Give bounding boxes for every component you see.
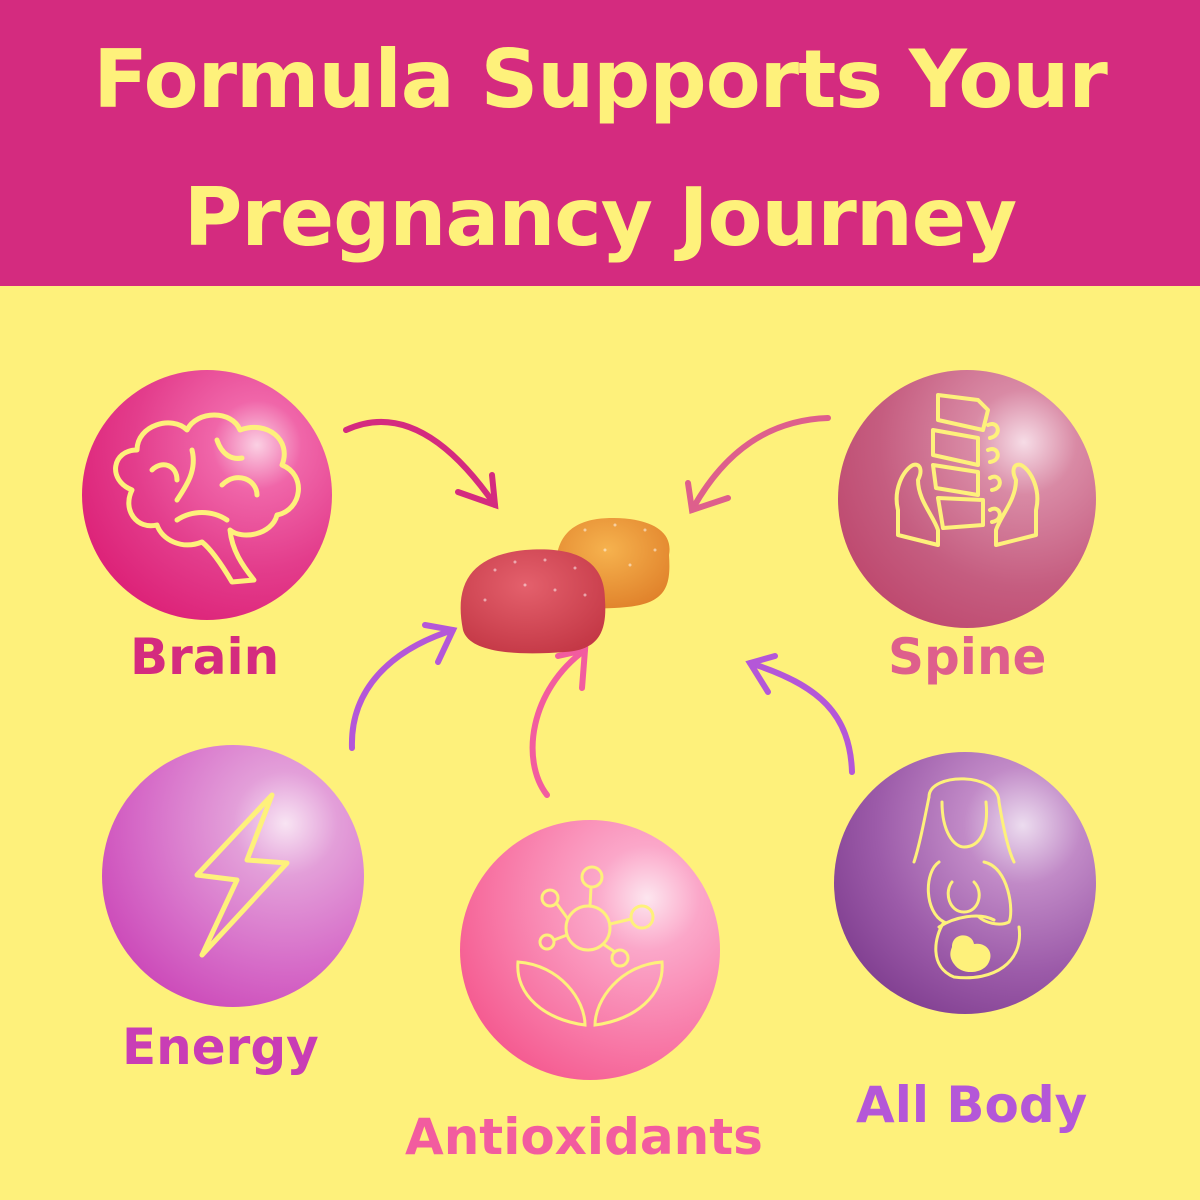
spine-ball bbox=[838, 370, 1096, 628]
brain-label: Brain bbox=[130, 628, 280, 686]
energy-ball bbox=[102, 745, 364, 1007]
title-line-1: Formula Supports Your bbox=[93, 33, 1108, 126]
lightning-bolt-icon bbox=[194, 792, 290, 958]
spine-hands-icon bbox=[894, 393, 1040, 547]
header-banner: Formula Supports Your Pregnancy Journey bbox=[0, 0, 1200, 286]
allbody-label: All Body bbox=[856, 1076, 1088, 1134]
brain-ball bbox=[82, 370, 332, 620]
allbody-ball bbox=[834, 752, 1096, 1014]
antioxidants-label: Antioxidants bbox=[405, 1108, 763, 1166]
arrow-spine-icon bbox=[685, 415, 831, 514]
arrow-energy-icon bbox=[348, 622, 458, 751]
brain-icon bbox=[113, 412, 301, 585]
energy-label: Energy bbox=[122, 1018, 319, 1076]
title-line-2: Pregnancy Journey bbox=[183, 171, 1017, 264]
gummies-image bbox=[460, 518, 670, 654]
pregnant-woman-icon bbox=[912, 777, 1022, 980]
spine-label: Spine bbox=[888, 628, 1047, 686]
arrow-brain-icon bbox=[343, 418, 499, 510]
arrow-allbody-icon bbox=[745, 653, 855, 775]
arrow-antioxidants-icon bbox=[529, 646, 589, 798]
molecule-leaves-icon bbox=[516, 865, 664, 1027]
antioxidants-ball bbox=[460, 820, 720, 1080]
